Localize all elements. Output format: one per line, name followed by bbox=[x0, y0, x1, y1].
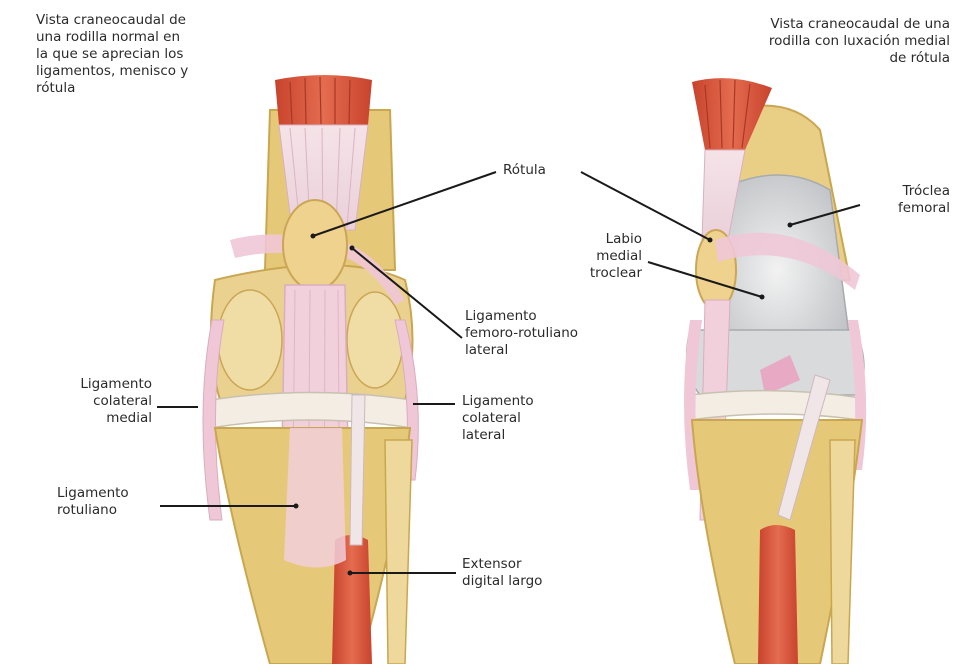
label-troclea-femoral: Tróclea femoral bbox=[860, 183, 950, 217]
caption-luxated-knee: Vista craneocaudal de una rodilla con lu… bbox=[680, 16, 950, 67]
label-ligamento-colateral-lateral: Ligamento colateral lateral bbox=[462, 393, 582, 444]
label-ligamento-rotuliano: Ligamento rotuliano bbox=[57, 485, 167, 519]
caption-normal-knee: Vista craneocaudal de una rodilla normal… bbox=[36, 12, 266, 97]
label-labio-medial-troclear: Labio medial troclear bbox=[560, 231, 642, 282]
label-rotula: Rótula bbox=[503, 162, 546, 179]
patella bbox=[283, 200, 347, 290]
leader-rotula-right bbox=[581, 172, 710, 240]
luxated-knee-illustration bbox=[684, 78, 866, 664]
normal-knee-illustration bbox=[203, 75, 418, 664]
label-ligamento-femoro-rotuliano-lateral: Ligamento femoro-rotuliano lateral bbox=[465, 308, 625, 359]
fibula bbox=[385, 440, 412, 664]
label-ligamento-colateral-medial: Ligamento colateral medial bbox=[40, 376, 152, 427]
label-extensor-digital-largo: Extensor digital largo bbox=[462, 556, 592, 590]
